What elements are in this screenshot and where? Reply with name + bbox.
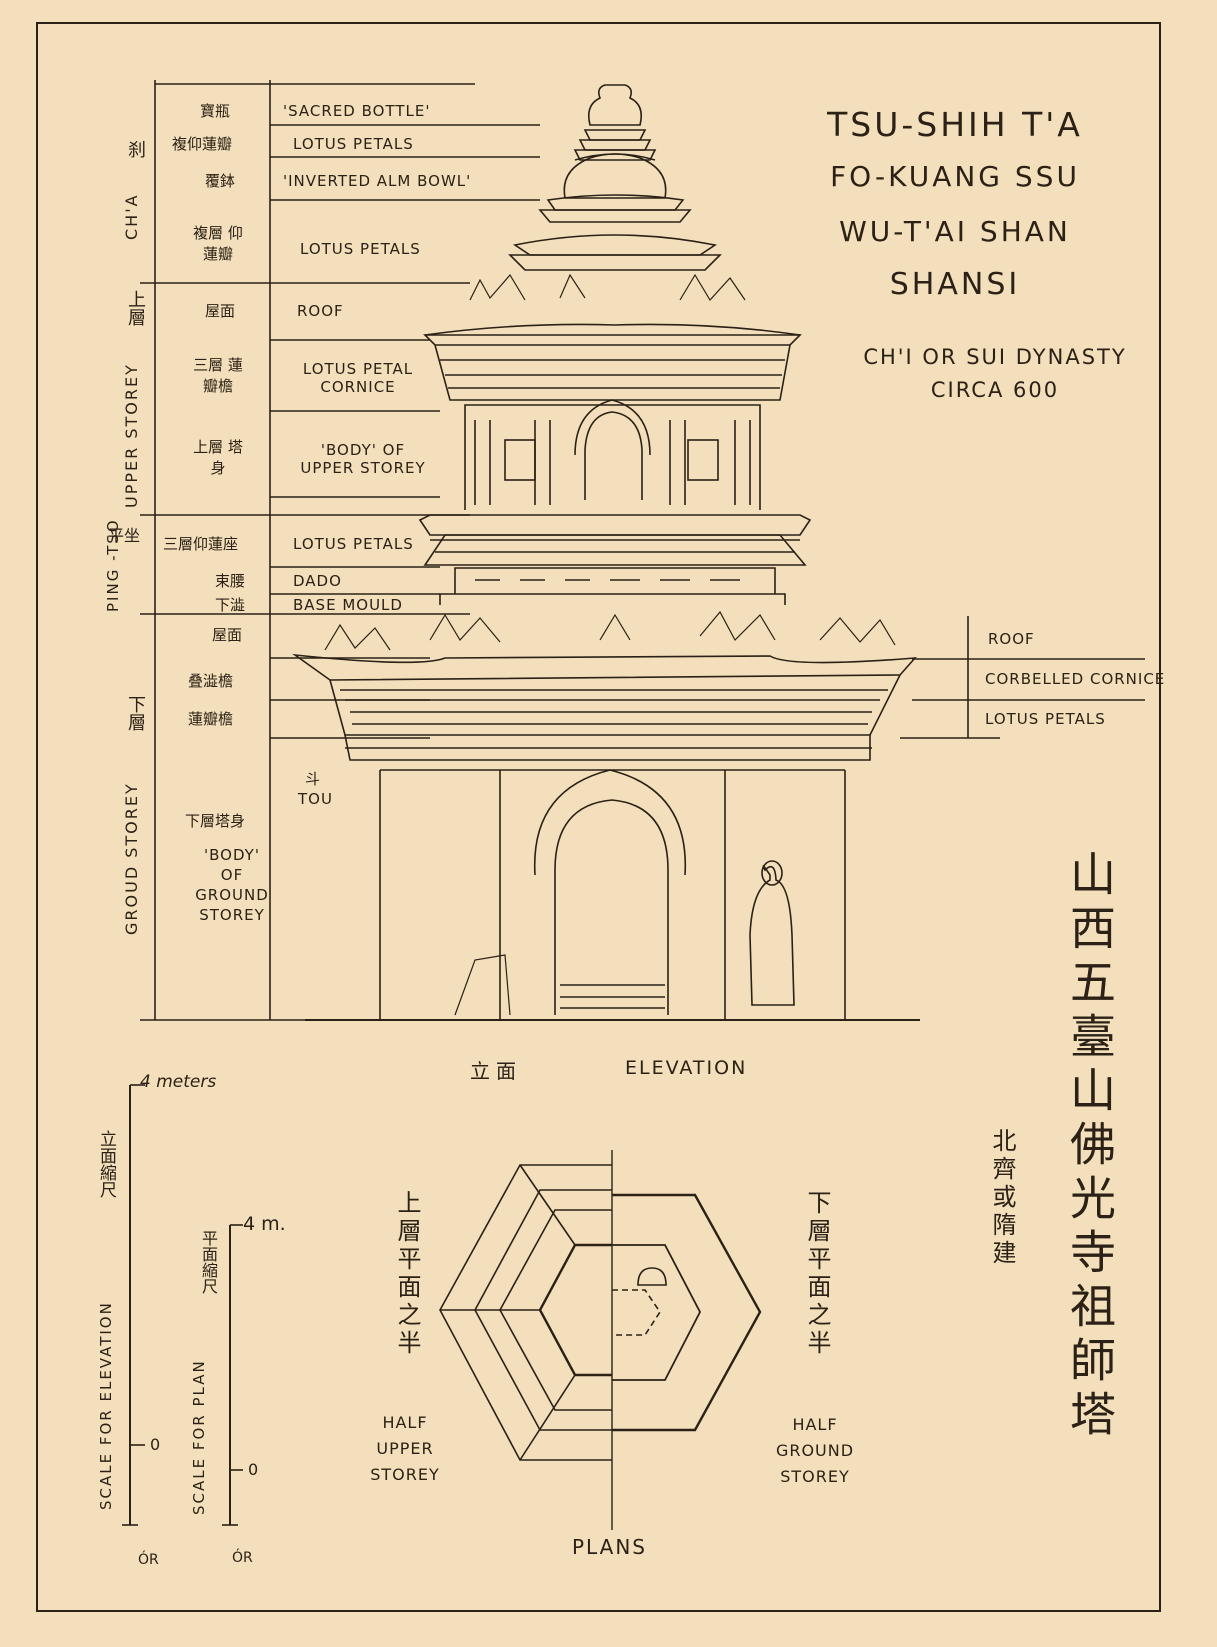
label-en-0: 'SACRED BOTTLE' bbox=[283, 102, 431, 120]
label-zh-6: 上層 塔身 bbox=[193, 438, 243, 477]
scale-elevation-top: 4 meters bbox=[140, 1072, 217, 1092]
tou-en: TOU bbox=[298, 790, 333, 808]
tou-zh: 斗 bbox=[305, 770, 321, 788]
label-zh-0: 寶瓶 bbox=[200, 102, 231, 120]
right-label-lotus: LOTUS PETALS bbox=[985, 710, 1106, 728]
label-zh-2: 覆鉢 bbox=[205, 172, 236, 190]
title-line-3: WU-T'AI SHAN bbox=[839, 215, 1071, 248]
zone-pingtso-zh: 平坐 bbox=[108, 526, 141, 545]
zone-upper-zh: 上層 bbox=[125, 290, 146, 326]
scale-bars bbox=[122, 1084, 243, 1526]
scale-elevation-zero: 0 bbox=[150, 1435, 161, 1454]
chinese-dynasty: 北齊或隋建 bbox=[988, 1128, 1016, 1268]
plan-right-en: HALF GROUND STOREY bbox=[775, 1415, 855, 1486]
label-zh-12: 蓮瓣檐 bbox=[188, 710, 234, 728]
label-zh-13: 下層塔身 bbox=[185, 812, 246, 830]
scale-foot-1: ÓR bbox=[138, 1552, 159, 1568]
title-line-2: FO-KUANG SSU bbox=[830, 160, 1080, 193]
label-en-13: 'BODY' OF GROUND STOREY bbox=[195, 846, 269, 924]
label-zh-4: 屋面 bbox=[205, 302, 236, 320]
plans-title: PLANS bbox=[572, 1535, 647, 1559]
label-en-6: 'BODY' OF UPPER STOREY bbox=[300, 441, 426, 477]
label-en-1: LOTUS PETALS bbox=[293, 135, 414, 153]
chinese-title: 山西五臺山佛光寺祖師塔 bbox=[1063, 850, 1117, 1444]
zone-cha-zh: 刹 bbox=[125, 140, 146, 158]
right-label-corbelled: CORBELLED CORNICE bbox=[985, 670, 1166, 688]
zone-ground-en: GROUD STOREY bbox=[122, 782, 141, 935]
label-zh-7: 三層仰蓮座 bbox=[163, 535, 239, 553]
right-label-roof: ROOF bbox=[988, 630, 1035, 648]
scale-elevation-zh: 立面縮尺 bbox=[96, 1130, 116, 1198]
scale-elevation-en: SCALE FOR ELEVATION bbox=[97, 1301, 115, 1510]
label-zh-8: 束腰 bbox=[215, 572, 246, 590]
label-zh-1: 複仰蓮瓣 bbox=[172, 135, 233, 153]
plan-right-zh: 下層平面之半 bbox=[803, 1190, 831, 1358]
pagoda-elevation bbox=[292, 84, 920, 1021]
half-plans bbox=[439, 1150, 762, 1530]
plan-left-zh: 上層平面之半 bbox=[393, 1190, 421, 1358]
zone-ground-zh: 下層 bbox=[125, 695, 146, 731]
label-zh-9: 下澁 bbox=[215, 596, 246, 614]
plan-left-en: HALF UPPER STOREY bbox=[370, 1413, 440, 1484]
zone-cha-en: CH'A bbox=[122, 193, 141, 240]
scale-plan-zh: 平面縮尺 bbox=[199, 1230, 218, 1294]
label-en-5: LOTUS PETAL CORNICE bbox=[302, 360, 414, 396]
label-zh-3: 複層 仰蓮瓣 bbox=[193, 224, 243, 263]
dimension-lines bbox=[140, 80, 1145, 1021]
scale-plan-top: 4 m. bbox=[243, 1213, 286, 1235]
label-zh-10: 屋面 bbox=[212, 626, 243, 644]
period-line-2: CIRCA 600 bbox=[930, 378, 1060, 402]
label-en-4: ROOF bbox=[297, 302, 344, 320]
elevation-zh: 立面 bbox=[470, 1059, 522, 1083]
title-line-1: TSU-SHIH T'A bbox=[827, 105, 1083, 144]
label-zh-11: 叠澁檐 bbox=[188, 672, 234, 690]
label-en-7: LOTUS PETALS bbox=[293, 535, 414, 553]
period-line-1: CH'I OR SUI DYNASTY bbox=[863, 345, 1127, 369]
zone-upper-en: UPPER STOREY bbox=[122, 363, 141, 508]
scale-plan-en: SCALE FOR PLAN bbox=[190, 1359, 208, 1515]
label-zh-5: 三層 蓮瓣檐 bbox=[193, 356, 243, 395]
title-line-4: SHANSI bbox=[889, 267, 1021, 302]
zone-pingtso-en: PING -TSO bbox=[104, 518, 122, 612]
label-en-2: 'INVERTED ALM BOWL' bbox=[283, 172, 472, 190]
elevation-en: ELEVATION bbox=[625, 1057, 748, 1079]
scale-plan-zero: 0 bbox=[248, 1460, 259, 1479]
label-en-9: BASE MOULD bbox=[293, 596, 403, 614]
label-en-3: LOTUS PETALS bbox=[300, 240, 421, 258]
label-en-8: DADO bbox=[293, 572, 342, 590]
border-frame bbox=[36, 22, 1161, 1612]
scale-foot-2: ÓR bbox=[232, 1550, 253, 1566]
